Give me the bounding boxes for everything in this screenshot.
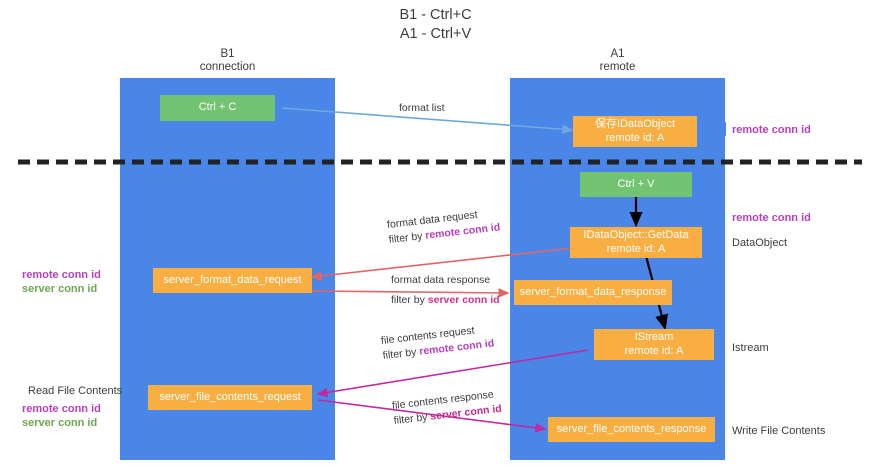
node-server-file-contents-request[interactable]: server_file_contents_request bbox=[148, 385, 312, 410]
filter-prefix: filter by bbox=[388, 229, 427, 246]
annotation-left-middle: remote conn id server conn id bbox=[22, 268, 101, 296]
node-server-file-contents-response[interactable]: server_file_contents_response bbox=[548, 417, 715, 442]
node-ctrl-v-label: Ctrl + V bbox=[617, 177, 655, 190]
node-save-idataobject[interactable]: 保存IDataObject remote id: A bbox=[573, 116, 697, 147]
annotation-read-file-contents-text: Read File Contents bbox=[28, 385, 123, 397]
annotation-left-bottom-remote: remote conn id bbox=[22, 403, 101, 415]
arrow-file-contents-request bbox=[316, 349, 589, 398]
column-header-b1: B1 connection bbox=[120, 48, 335, 74]
filter-prefix: filter by bbox=[391, 294, 428, 306]
node-idataobject-getdata-line2: remote id: A bbox=[606, 242, 666, 255]
edge-label-format-data-response-text: format data response bbox=[391, 274, 491, 286]
arrow-format-data-response bbox=[311, 288, 510, 298]
node-save-idataobject-line1: 保存IDataObject bbox=[594, 118, 676, 130]
node-idataobject-getdata[interactable]: IDataObject::GetData remote id: A bbox=[570, 227, 702, 258]
node-ctrl-c[interactable]: Ctrl + C bbox=[160, 95, 275, 121]
filter-prefix: filter by bbox=[382, 345, 421, 362]
column-header-b1-role: connection bbox=[199, 61, 256, 73]
column-header-a1: A1 remote bbox=[510, 48, 725, 74]
annotation-left-read-file-contents: Read File Contents bbox=[28, 384, 122, 398]
annotation-right-dataobject: DataObject bbox=[732, 237, 788, 249]
edge-label-format-list-text: format list bbox=[399, 102, 445, 114]
node-server-format-data-request[interactable]: server_format_data_request bbox=[153, 268, 312, 293]
node-ctrl-c-label: Ctrl + C bbox=[198, 101, 237, 114]
arrow-format-list bbox=[281, 107, 574, 135]
edge-label-format-data-response-filter: filter by server conn id bbox=[391, 293, 500, 308]
node-server-format-data-response[interactable]: server_format_data_response bbox=[514, 280, 672, 305]
node-istream-line1: IStream bbox=[634, 331, 674, 343]
node-server-format-data-request-label: server_format_data_request bbox=[163, 273, 302, 286]
annotation-left-bottom-server: server conn id bbox=[22, 417, 98, 429]
edge-label-format-list: format list bbox=[399, 101, 445, 116]
title-line-2: A1 - Ctrl+V bbox=[399, 26, 472, 42]
column-header-b1-name: B1 bbox=[220, 48, 235, 60]
column-header-a1-role: remote bbox=[599, 61, 636, 73]
edge-label-format-data-response: format data response filter by server co… bbox=[391, 273, 500, 308]
node-istream-line2: remote id: A bbox=[624, 344, 684, 357]
annotation-left-bottom: remote conn id server conn id bbox=[22, 402, 101, 430]
node-server-format-data-response-label: server_format_data_response bbox=[519, 285, 667, 298]
annotation-left-middle-remote: remote conn id bbox=[22, 269, 101, 281]
annotation-right-remote-conn-id-mid: remote conn id bbox=[732, 212, 811, 224]
node-istream[interactable]: IStream remote id: A bbox=[594, 329, 714, 360]
column-header-a1-name: A1 bbox=[610, 48, 625, 60]
node-ctrl-v[interactable]: Ctrl + V bbox=[580, 172, 692, 197]
annotation-right-istream: Istream bbox=[732, 342, 769, 354]
page-title: B1 - Ctrl+C A1 - Ctrl+V bbox=[0, 6, 871, 44]
node-server-file-contents-response-label: server_file_contents_response bbox=[556, 422, 707, 435]
annotation-left-middle-server: server conn id bbox=[22, 283, 98, 295]
node-server-file-contents-request-label: server_file_contents_request bbox=[159, 390, 301, 403]
node-idataobject-getdata-line1: IDataObject::GetData bbox=[583, 229, 689, 241]
annotation-right-remote-conn-id-top: remote conn id bbox=[732, 124, 811, 136]
node-save-idataobject-line2: remote id: A bbox=[605, 131, 665, 144]
title-line-1: B1 - Ctrl+C bbox=[399, 7, 472, 23]
arrow-format-data-request bbox=[310, 247, 574, 281]
filter-prefix: filter by bbox=[393, 410, 432, 427]
filter-key-server-conn-id: server conn id bbox=[427, 294, 500, 306]
marker-remote-top bbox=[722, 122, 726, 136]
arrow-file-contents-response bbox=[317, 399, 547, 433]
annotation-right-write-file-contents: Write File Contents bbox=[732, 425, 826, 437]
